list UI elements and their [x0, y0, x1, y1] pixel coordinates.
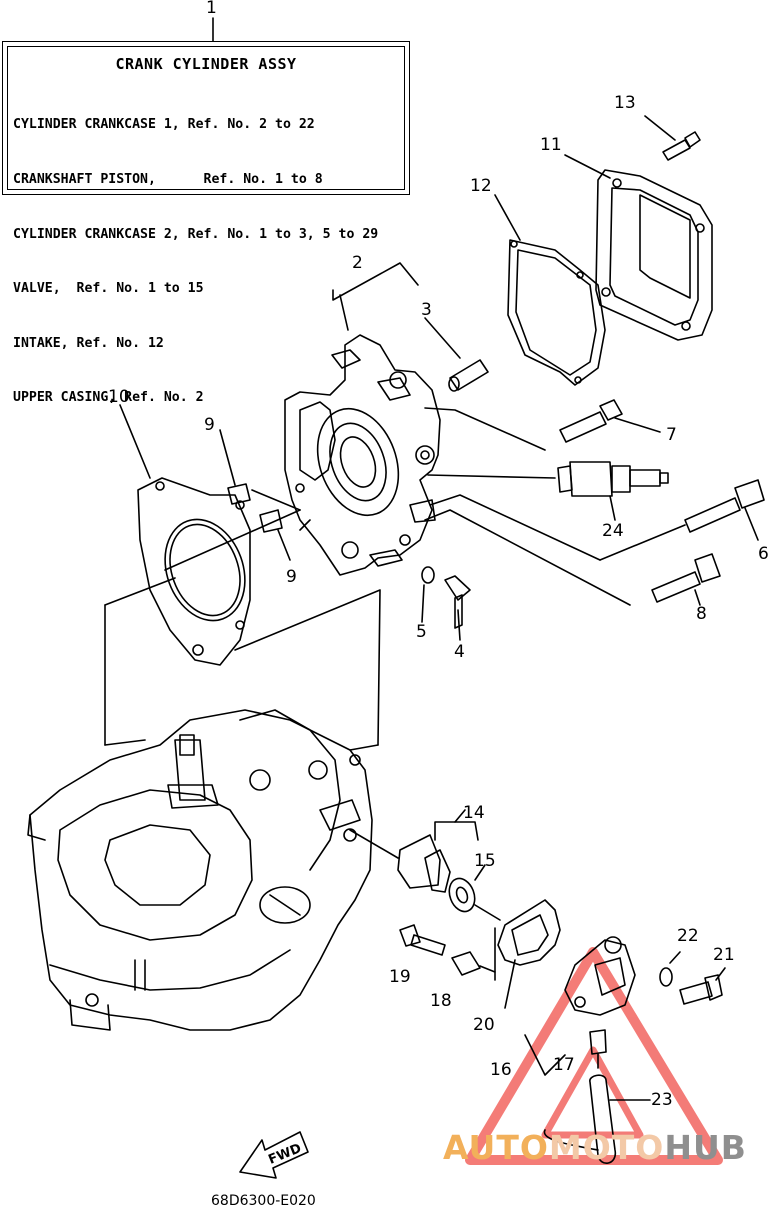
washer-5 — [421, 566, 435, 623]
callout-11: 11 — [540, 135, 562, 155]
cylinder-head-2 — [284, 334, 441, 576]
bolt-8 — [424, 509, 721, 606]
callout-22: 22 — [677, 926, 699, 946]
watermark-part: HUB — [664, 1128, 747, 1167]
callout-24: 24 — [602, 521, 624, 541]
callout-17: 17 — [553, 1055, 575, 1075]
assembly-title: CRANK CYLINDER ASSY — [115, 55, 297, 73]
assembly-line: VALVE, Ref. No. 1 to 15 — [13, 281, 204, 297]
callout-12: 12 — [470, 176, 492, 196]
callout-14: 14 — [463, 803, 485, 823]
callout-3: 3 — [421, 300, 432, 320]
leader-2-3 — [332, 262, 461, 359]
cylinder-cover-11 — [564, 154, 713, 341]
bolt-13 — [644, 115, 701, 161]
gasket-12 — [494, 194, 606, 386]
assembly-info-frame — [7, 46, 405, 190]
callout-16: 16 — [490, 1060, 512, 1080]
callout-23: 23 — [651, 1090, 673, 1110]
washer-22 — [659, 951, 681, 987]
washer-15 — [448, 864, 501, 921]
callout-9: 9 — [204, 415, 215, 435]
thermostat-cover-16 — [524, 936, 636, 1076]
crankcase-body — [27, 709, 379, 1031]
assembly-line: UPPER CASING, Ref. No. 2 — [13, 390, 204, 406]
collar-18 — [451, 951, 496, 976]
dowel-9-upper — [219, 429, 301, 511]
callout-6: 6 — [758, 544, 769, 564]
callout-8: 8 — [696, 604, 707, 624]
callout-18: 18 — [430, 991, 452, 1011]
assembly-line: INTAKE, Ref. No. 12 — [13, 335, 164, 351]
dowel-pin-3 — [448, 359, 489, 392]
fwd-arrow — [239, 1131, 309, 1179]
callout-21: 21 — [713, 945, 735, 965]
bolt-7 — [424, 399, 661, 451]
assembly-line: CRANKSHAFT PISTON, Ref. No. 1 to 8 — [13, 172, 323, 188]
thermostat-14 — [349, 809, 479, 893]
hose-23 — [543, 1074, 651, 1164]
watermark-part: MOTO — [548, 1128, 665, 1167]
watermark-text: AUTOMOTOHUB — [443, 1128, 747, 1167]
bolt-4 — [444, 575, 471, 641]
callout-15: 15 — [474, 851, 496, 871]
assembly-line: CYLINDER CRANKCASE 2, Ref. No. 1 to 3, 5… — [13, 226, 379, 242]
bolt-21 — [679, 967, 726, 1005]
diagram-code: 68D6300-E020 — [211, 1193, 316, 1209]
callout-1: 1 — [206, 0, 217, 18]
callout-9: 9 — [286, 567, 297, 587]
bolt-6 — [429, 479, 765, 561]
bolt-19 — [399, 924, 446, 956]
watermark-part: AUTO — [443, 1128, 549, 1167]
callout-7: 7 — [666, 425, 677, 445]
spark-plug-24 — [427, 461, 669, 521]
callout-20: 20 — [473, 1015, 495, 1035]
callout-19: 19 — [389, 967, 411, 987]
callout-2: 2 — [352, 253, 363, 273]
dowel-9-lower — [259, 509, 291, 561]
callout-13: 13 — [614, 93, 636, 113]
assembly-info-box: CRANK CYLINDER ASSY CYLINDER CRANKCASE 1… — [2, 41, 410, 405]
head-gasket-10 — [119, 404, 301, 666]
gasket-20 — [494, 899, 561, 1009]
watermark-triangle — [465, 947, 723, 1165]
callout-5: 5 — [416, 622, 427, 642]
assembly-guide-lines — [104, 519, 381, 746]
assembly-line: CYLINDER CRANKCASE 1, Ref. No. 2 to 22 — [13, 117, 315, 133]
fitting-17 — [589, 1029, 607, 1069]
assembly-reference-list: CYLINDER CRANKCASE 1, Ref. No. 2 to 22 C… — [13, 80, 378, 444]
callout-10: 10 — [108, 387, 130, 407]
callout-4: 4 — [454, 642, 465, 662]
